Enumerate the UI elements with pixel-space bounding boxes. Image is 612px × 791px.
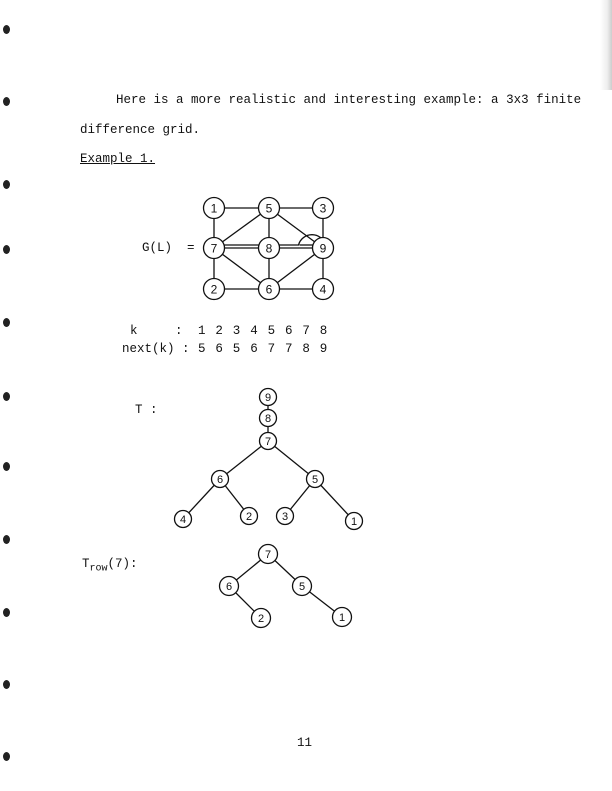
trow-node-label: 6	[226, 581, 232, 593]
page-edge-shadow	[600, 0, 612, 90]
next-table-cell: 2	[215, 324, 223, 338]
tree-node-7	[258, 431, 278, 451]
tree-node-label: 5	[312, 474, 318, 486]
next-table-row2-label: next(k) :	[122, 342, 190, 356]
next-table-cell: 4	[250, 324, 258, 338]
graph-node-2	[202, 277, 226, 301]
graph-node-label: 2	[211, 282, 218, 296]
tree-node-label: 4	[180, 514, 186, 526]
graph-node-1	[202, 196, 226, 220]
next-table-cell: 8	[302, 342, 310, 356]
tree-node-2	[239, 506, 259, 526]
tree-node-label: 9	[265, 392, 271, 404]
trow-node-label: 1	[339, 612, 345, 624]
next-table-cell: 9	[319, 342, 328, 356]
binding-hole-mark	[3, 245, 10, 254]
next-table-cell: 7	[267, 342, 276, 356]
graph-node-label: 4	[320, 282, 327, 296]
trow-node-label: 7	[265, 549, 271, 561]
next-table-cell: 5	[267, 324, 276, 338]
tree-node-1	[344, 511, 364, 531]
trow-node-5	[291, 575, 313, 597]
intro-text-line-2: difference grid.	[80, 123, 201, 137]
next-table-cell: 5	[198, 342, 206, 356]
binding-hole-mark	[3, 392, 10, 401]
trow-label-arg: (7):	[107, 557, 138, 571]
next-table-cell: 1	[198, 324, 206, 338]
graph-node-7	[202, 236, 226, 260]
binding-hole-mark	[3, 25, 10, 34]
binding-hole-mark	[3, 180, 10, 189]
trow-label: Trow(7):	[82, 557, 138, 575]
next-table-cell: 7	[285, 342, 293, 356]
trow-node-2	[250, 607, 272, 629]
trow-node-6	[218, 575, 240, 597]
tree-node-label: 6	[217, 474, 223, 486]
next-table-cell: 5	[232, 342, 241, 356]
graph-edge-5-9	[268, 207, 324, 249]
binding-hole-mark	[3, 680, 10, 689]
graph-node-label: 9	[320, 241, 327, 255]
trow-label-main: T	[82, 557, 90, 571]
trow-node-7	[257, 543, 279, 565]
graph-node-label: 8	[266, 241, 273, 255]
tree-node-9	[258, 387, 278, 407]
page-number: 11	[297, 736, 313, 750]
example-heading: Example 1.	[80, 152, 156, 166]
tree-node-6	[210, 469, 230, 489]
graph-node-4	[311, 277, 335, 301]
next-table-cell: 8	[319, 324, 328, 338]
tree-edge-7-6	[219, 440, 269, 480]
graph-label: G(L) =	[142, 241, 195, 255]
trow-node-1	[331, 606, 353, 628]
next-table-cell: 6	[285, 324, 293, 338]
tree-node-4	[173, 509, 193, 529]
binding-hole-mark	[3, 97, 10, 106]
trow-node-label: 5	[299, 581, 305, 593]
graph-node-label: 5	[266, 201, 273, 215]
graph-node-3	[311, 196, 335, 220]
next-table-row1-label: k :	[130, 324, 183, 338]
tree-node-label: 2	[246, 511, 252, 523]
graph-node-label: 3	[320, 201, 327, 215]
next-table-cell: 3	[232, 324, 241, 338]
tree-node-3	[275, 506, 295, 526]
tree-edge-5-1	[314, 478, 355, 522]
graph-node-9	[311, 236, 335, 260]
tree-node-label: 1	[351, 516, 357, 528]
tree-node-5	[305, 469, 325, 489]
graph-edge-5-7	[213, 207, 270, 249]
next-table-cell: 6	[250, 342, 258, 356]
graph-node-6	[257, 277, 281, 301]
tree-label: T :	[135, 403, 158, 417]
next-table-cell: 6	[215, 342, 223, 356]
graph-node-label: 7	[211, 241, 218, 255]
binding-hole-mark	[3, 318, 10, 327]
tree-node-label: 8	[265, 413, 271, 425]
graph-node-label: 6	[266, 282, 273, 296]
tree-node-8	[258, 408, 278, 428]
binding-hole-mark	[3, 752, 10, 761]
graph-edge-7-6	[213, 247, 270, 290]
tree-node-label: 3	[282, 511, 288, 523]
binding-hole-mark	[3, 535, 10, 544]
tree-node-label: 7	[265, 436, 271, 448]
intro-text-line-1: Here is a more realistic and interesting…	[116, 93, 582, 107]
graph-edge-9-6	[268, 247, 324, 290]
binding-hole-mark	[3, 608, 10, 617]
binding-hole-mark	[3, 462, 10, 471]
graph-node-5	[257, 196, 281, 220]
trow-node-label: 2	[258, 613, 264, 625]
graph-node-8	[257, 236, 281, 260]
tree-edge-7-5	[267, 440, 316, 480]
graph-node-label: 1	[211, 201, 218, 215]
trow-label-sub: row	[89, 563, 108, 575]
next-table-cell: 7	[302, 324, 310, 338]
